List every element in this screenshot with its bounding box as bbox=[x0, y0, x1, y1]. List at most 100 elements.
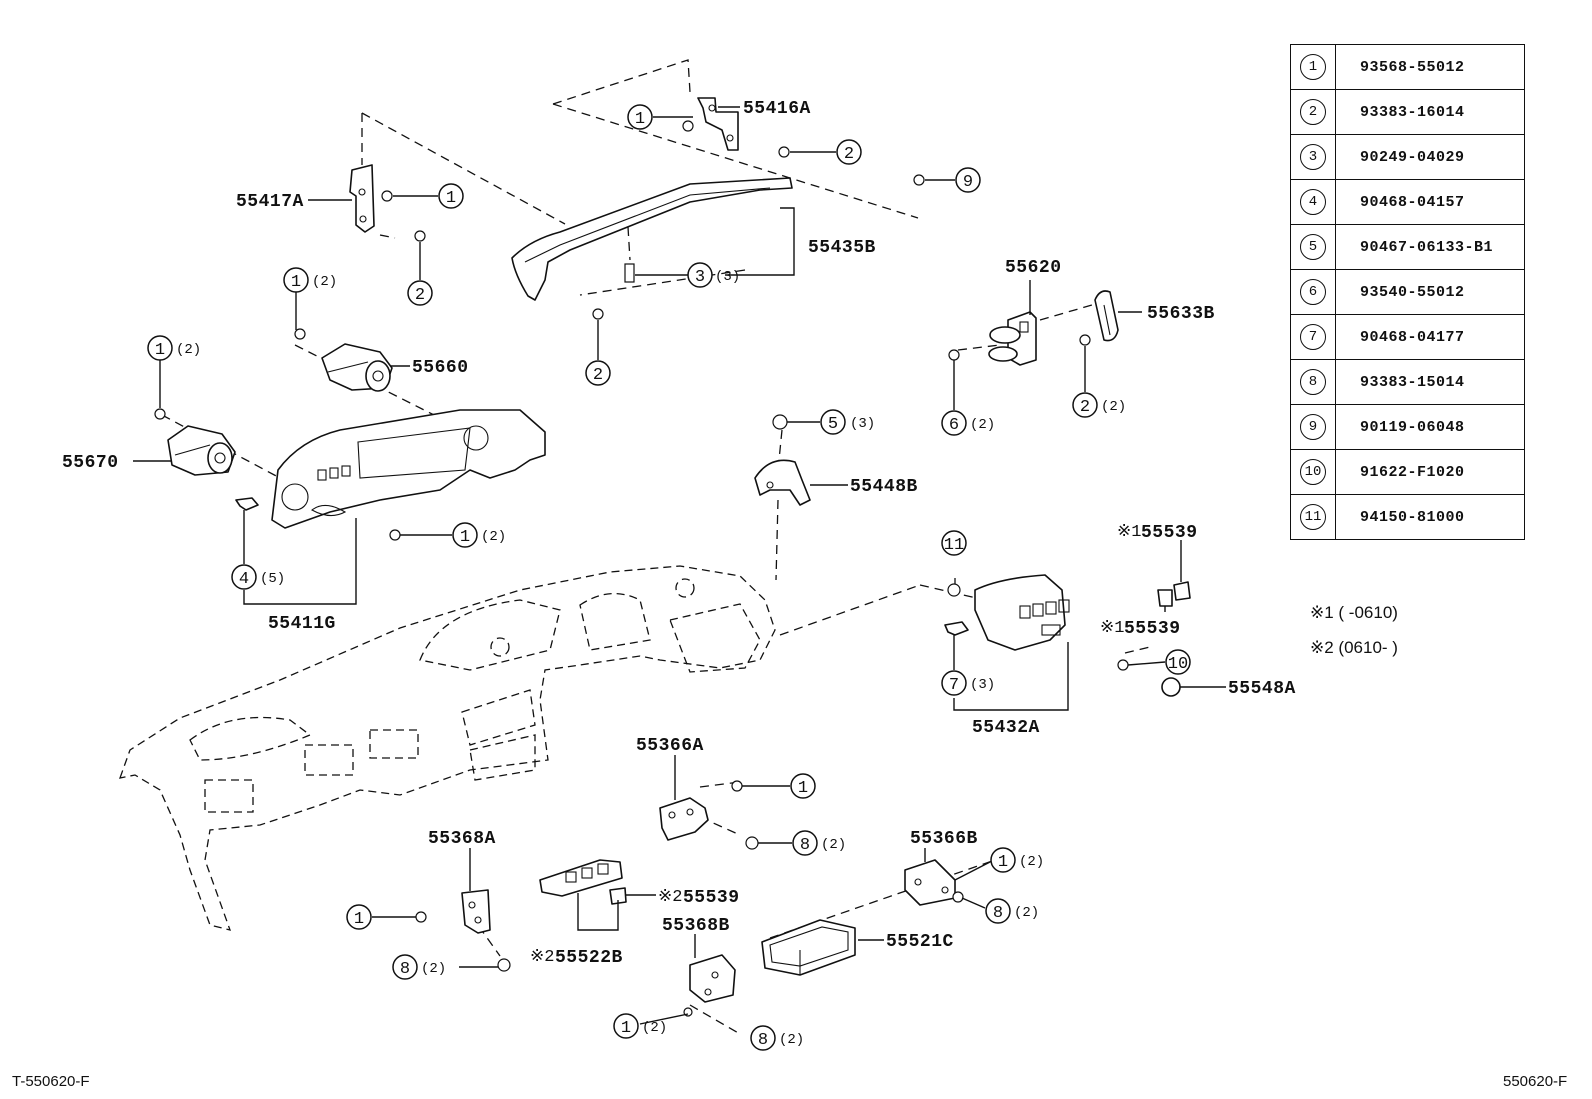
part-clip-4 bbox=[235, 497, 259, 511]
callout-3: 3 bbox=[687, 262, 713, 288]
legend-part-number: 93383-16014 bbox=[1335, 89, 1525, 135]
callout-8-55366A: 8 bbox=[792, 830, 818, 856]
part-55548A-plug bbox=[1161, 677, 1181, 697]
legend-callout-number: 7 bbox=[1300, 324, 1326, 350]
legend-row: 9 90119-06048 bbox=[1290, 404, 1525, 450]
callout-1-55368A: 1 bbox=[346, 904, 372, 930]
svg-text:(3): (3) bbox=[970, 677, 995, 693]
legend-row: 2 93383-16014 bbox=[1290, 89, 1525, 135]
svg-text:2: 2 bbox=[844, 145, 854, 164]
legend-callout: 5 bbox=[1290, 224, 1336, 270]
svg-text:11: 11 bbox=[944, 536, 964, 555]
legend-callout-number: 11 bbox=[1300, 504, 1326, 530]
svg-text:1: 1 bbox=[635, 110, 645, 129]
legend-callout-number: 9 bbox=[1300, 414, 1326, 440]
legend-part-number: 91622-F1020 bbox=[1335, 449, 1525, 495]
part-55522B-switch-base bbox=[539, 859, 623, 897]
legend-callout: 1 bbox=[1290, 44, 1336, 90]
label-55539-top: 55539 bbox=[1141, 523, 1198, 543]
part-55411G-cluster-panel bbox=[271, 409, 546, 529]
svg-text:(2): (2) bbox=[176, 342, 201, 358]
legend-part-number: 94150-81000 bbox=[1335, 494, 1525, 540]
svg-text:1: 1 bbox=[446, 189, 456, 208]
legend-callout-number: 8 bbox=[1300, 369, 1326, 395]
note-1: ※1 ( -0610) bbox=[1310, 603, 1398, 622]
legend-row: 8 93383-15014 bbox=[1290, 359, 1525, 405]
label-55368A: 55368A bbox=[428, 829, 496, 849]
part-clip-7 bbox=[944, 621, 969, 636]
legend-row: 11 94150-81000 bbox=[1290, 494, 1525, 540]
part-55633B-plate bbox=[1094, 290, 1119, 342]
legend-callout: 11 bbox=[1290, 494, 1336, 540]
legend-callout: 7 bbox=[1290, 314, 1336, 360]
legend-part-number: 90467-06133-B1 bbox=[1335, 224, 1525, 270]
label-55366A: 55366A bbox=[636, 736, 704, 756]
label-55521C: 55521C bbox=[886, 932, 954, 952]
svg-text:1: 1 bbox=[460, 528, 470, 547]
part-55670-switch bbox=[167, 425, 236, 476]
svg-text:3: 3 bbox=[695, 268, 705, 287]
svg-text:(2): (2) bbox=[779, 1032, 804, 1048]
legend-part-number: 90119-06048 bbox=[1335, 404, 1525, 450]
label-55368B: 55368B bbox=[662, 916, 730, 936]
legend-callout: 4 bbox=[1290, 179, 1336, 225]
label-55417A: 55417A bbox=[236, 192, 304, 212]
legend-part-number: 93383-15014 bbox=[1335, 359, 1525, 405]
svg-text:1: 1 bbox=[155, 341, 165, 360]
part-55435B-panel bbox=[511, 177, 793, 301]
part-55448B-bracket bbox=[754, 459, 811, 506]
callout-2-55633B: 2 bbox=[1072, 392, 1098, 418]
part-55539-mid-clip bbox=[1157, 589, 1173, 607]
label-55448B: 55448B bbox=[850, 477, 918, 497]
svg-text:1: 1 bbox=[798, 779, 808, 798]
part-55416A-bracket bbox=[697, 97, 739, 151]
part-55539-bottom-clip bbox=[609, 887, 627, 905]
svg-text:4: 4 bbox=[239, 570, 249, 589]
svg-text:8: 8 bbox=[993, 904, 1003, 923]
legend-part-number: 90249-04029 bbox=[1335, 134, 1525, 180]
part-55521C-pocket bbox=[761, 919, 856, 976]
part-55366A-bracket bbox=[659, 797, 709, 841]
leader-lines bbox=[133, 106, 1226, 1025]
svg-text:1: 1 bbox=[354, 910, 364, 929]
svg-text:10: 10 bbox=[1168, 655, 1188, 674]
svg-text:(5): (5) bbox=[260, 571, 285, 587]
legend-row: 7 90468-04177 bbox=[1290, 314, 1525, 360]
legend-callout-number: 2 bbox=[1300, 99, 1326, 125]
svg-text:7: 7 bbox=[949, 676, 959, 695]
svg-text:8: 8 bbox=[758, 1031, 768, 1050]
callout-1-55366B: 1 bbox=[990, 847, 1016, 873]
callout-8-55368A: 8 bbox=[392, 954, 418, 980]
part-55660-switch bbox=[321, 343, 393, 392]
svg-text:(2): (2) bbox=[312, 274, 337, 290]
legend-part-number: 90468-04177 bbox=[1335, 314, 1525, 360]
legend-part-number: 93540-55012 bbox=[1335, 269, 1525, 315]
svg-text:(3): (3) bbox=[850, 416, 875, 432]
svg-text:(2): (2) bbox=[1101, 399, 1126, 415]
callout-2-55416A: 2 bbox=[836, 139, 862, 165]
assembly-dashed-lines bbox=[161, 59, 1151, 1035]
callout-1-55417A: 1 bbox=[438, 183, 464, 209]
svg-text:(2): (2) bbox=[642, 1020, 667, 1036]
svg-text:※2: ※2 bbox=[658, 888, 682, 907]
part-55417A-bracket bbox=[349, 164, 375, 233]
callout-1-55416A: 1 bbox=[627, 104, 653, 130]
svg-text:※2: ※2 bbox=[530, 948, 554, 967]
callout-10: 10 bbox=[1165, 649, 1191, 675]
callout-2-55435B: 2 bbox=[585, 360, 611, 386]
legend-part-number: 90468-04157 bbox=[1335, 179, 1525, 225]
svg-text:2: 2 bbox=[593, 366, 603, 385]
callout-2-55417A: 2 bbox=[407, 280, 433, 306]
part-55368B-bracket bbox=[689, 954, 736, 1003]
svg-text:8: 8 bbox=[400, 960, 410, 979]
label-55660: 55660 bbox=[412, 358, 469, 378]
svg-text:1: 1 bbox=[291, 273, 301, 292]
legend-callout: 2 bbox=[1290, 89, 1336, 135]
callout-6: 6 bbox=[941, 410, 967, 436]
callout-1-55670: 1 bbox=[147, 335, 173, 361]
part-number-labels: 55416A 55417A 55435B 55660 55670 55411G … bbox=[62, 99, 1295, 968]
legend-callout: 9 bbox=[1290, 404, 1336, 450]
svg-text:(2): (2) bbox=[970, 417, 995, 433]
